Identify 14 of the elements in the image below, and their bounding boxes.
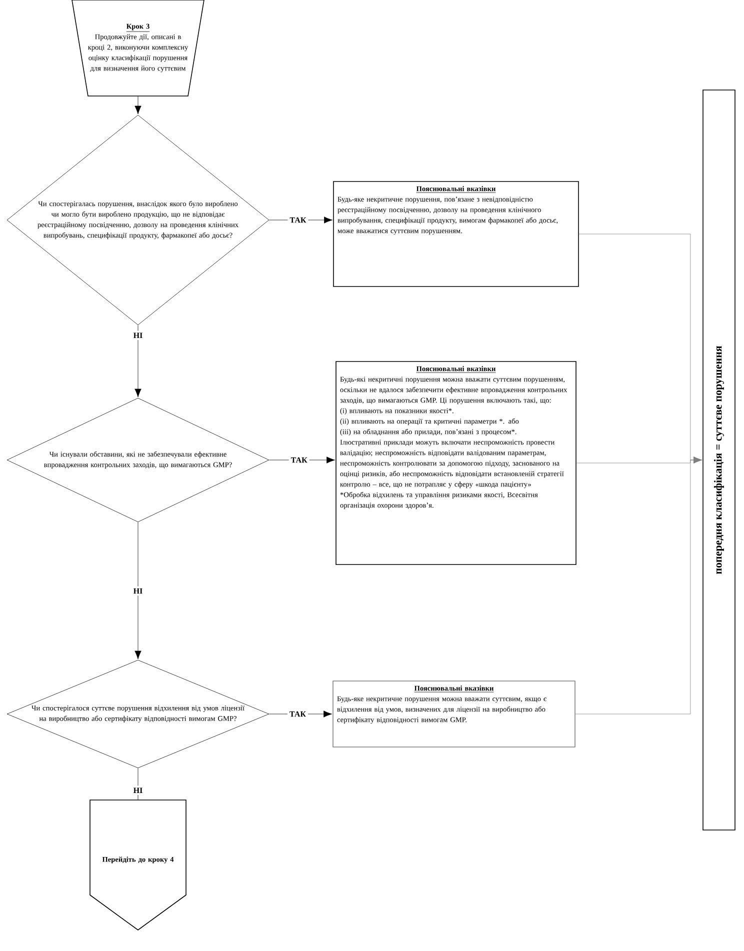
arrow: [134, 522, 142, 660]
arrow: [575, 456, 702, 714]
arrow: [269, 456, 335, 464]
arrow: [134, 325, 142, 398]
arrow: [269, 710, 332, 718]
arrow: [269, 216, 332, 224]
edge-label: ТАК: [287, 709, 308, 719]
edge-label: ТАК: [288, 215, 308, 225]
edge-label: НІ: [131, 586, 145, 596]
edge-label: НІ: [131, 330, 145, 340]
edge-label: ТАК: [288, 455, 310, 465]
arrow: [134, 96, 142, 114]
result-box: попередня класифікація = суттєве порушення: [702, 90, 736, 830]
edge-label: НІ: [131, 786, 145, 795]
